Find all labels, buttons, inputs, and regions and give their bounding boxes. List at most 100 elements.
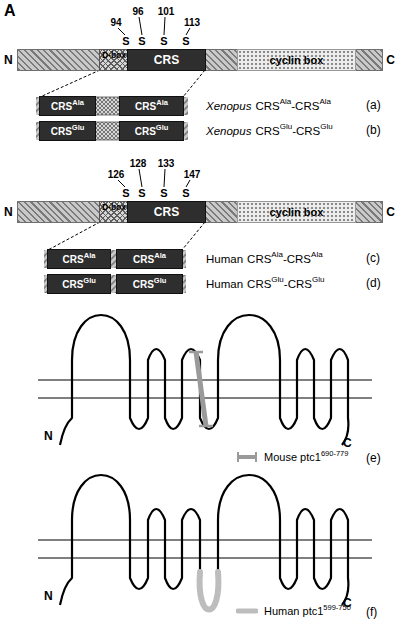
residue-number: 128 [130,158,147,169]
crs-construct: CRSAla [40,97,95,115]
serine-label: S [138,35,145,47]
residue-number: 113 [184,17,200,28]
region-label: cyclin box [270,206,324,218]
region-label: CRS [154,53,179,67]
legend-row: Mouse ptc1690-779 [236,450,348,464]
mutation-superscript: Glu [156,123,169,132]
crs-region: CRS [128,202,205,222]
panel-tag: (b) [366,124,381,137]
membrane-topology [38,315,372,445]
mutation-superscript: Ala [154,251,166,260]
mutation-superscript: Ala [156,98,168,107]
construct-text: CRS [247,278,271,291]
residue-number: 96 [132,6,143,17]
region-label: CRS [135,101,156,112]
crs-construct: CRSGlu [48,275,110,293]
construct-text: CRS [247,253,271,266]
protein-bar: NCD-boxCRScyclin box [18,50,382,70]
serine-label: S [138,187,145,199]
dbox-region: D-box [100,50,128,70]
crs-region: CRS [128,50,205,70]
construct-text: Xenopus [206,125,251,138]
cyclin-box: cyclin box [238,50,355,70]
terminus-label: N [4,205,13,219]
residue-number: 101 [158,6,175,17]
terminus-label: C [343,437,352,450]
terminus-label: C [386,53,395,67]
region-label: CRS [51,126,72,137]
legend-swatch [236,604,258,618]
terminus-label: N [4,53,13,67]
construct-text: -CRS [284,278,312,291]
panel-tag: (e) [366,452,381,465]
construct-name: XenopusCRSAla-CRSAla [206,100,331,113]
region-label: CRS [62,279,83,290]
residue-number: 147 [184,169,201,180]
region-label: CRS [135,126,156,137]
serine-label: S [122,187,129,199]
panel-tag: (a) [366,99,381,112]
mutation-superscript: Glu [83,276,96,285]
mutation-superscript: Ala [72,98,84,107]
panel-tag: (c) [366,252,380,265]
mutation-superscript: Glu [72,123,85,132]
panel-tag: (f) [366,606,377,619]
region-label: D-box [102,50,126,60]
mutation-superscript: Glu [154,276,167,285]
panel-letter: A [4,2,16,20]
membrane-topology [38,475,372,610]
region-label: CRS [63,254,84,265]
mutation-superscript: Glu [271,276,283,285]
crs-construct: CRSAla [120,97,183,115]
protein-bar: NCD-boxCRScyclin box [18,202,382,222]
serine-label: S [182,35,189,47]
crs-construct: CRSGlu [40,122,95,140]
construct-text: -CRS [291,100,319,113]
residue-range: 599-750 [323,603,351,612]
construct-text: Xenopus [206,100,251,113]
guide-lines [40,70,205,250]
residue-number: 126 [108,169,125,180]
dbox-region: D-box [100,202,128,222]
legend-text: Human ptc1 [264,605,323,617]
mutation-superscript: Ala [271,251,283,260]
terminus-label: C [386,205,395,219]
serine-label: S [182,187,189,199]
region-label: CRS [133,279,154,290]
residue-range: 690-779 [321,449,349,458]
crs-construct: CRSGlu [120,122,183,140]
legend-row: Human ptc1599-750 [236,604,351,618]
legend-swatch [236,450,258,464]
region-label: CRS [51,101,72,112]
construct-text: CRS [255,125,279,138]
residue-ticks [118,169,190,187]
serine-label: S [160,187,167,199]
serine-label: S [122,35,129,47]
residue-number: 94 [110,17,121,28]
mutation-superscript: Ala [319,98,331,107]
terminus-label: N [44,430,53,443]
construct-name: XenopusCRSGlu-CRSGlu [206,125,333,138]
region-label: CRS [133,254,154,265]
terminus-label: N [44,590,53,603]
mutation-superscript: Glu [280,123,292,132]
region-label: CRS [154,205,179,219]
construct-text: -CRS [283,253,311,266]
mutation-superscript: Ala [280,98,292,107]
serine-label: S [160,35,167,47]
construct-text: Human [206,253,243,266]
residue-ticks [118,17,190,35]
region-highlight [189,352,213,426]
crs-construct: CRSGlu [117,275,182,293]
construct-backbone [36,97,188,293]
crs-construct: CRSAla [48,250,110,268]
region-label: cyclin box [270,54,324,66]
mutation-superscript: Ala [84,251,96,260]
region-loop [200,572,219,610]
mutation-superscript: Glu [320,123,332,132]
legend-text: Mouse ptc1 [264,451,321,463]
construct-name: HumanCRSGlu-CRSGlu [206,278,324,291]
crs-construct: CRSAla [117,250,182,268]
mutation-superscript: Glu [312,276,324,285]
